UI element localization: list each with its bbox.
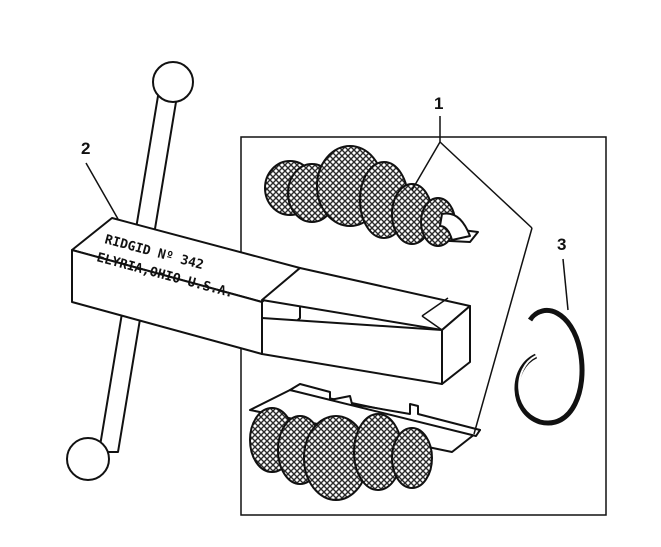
handle-knob-bottom (66, 437, 110, 481)
lower-jaw (249, 383, 481, 501)
snap-ring (514, 307, 585, 426)
leader-lines (85, 116, 569, 435)
handle-knob-top (152, 61, 194, 103)
callout-3: 3 (557, 235, 566, 254)
tool-body (71, 217, 471, 385)
callout-2: 2 (81, 139, 90, 158)
callout-1: 1 (434, 94, 443, 113)
upper-jaw (264, 145, 479, 247)
